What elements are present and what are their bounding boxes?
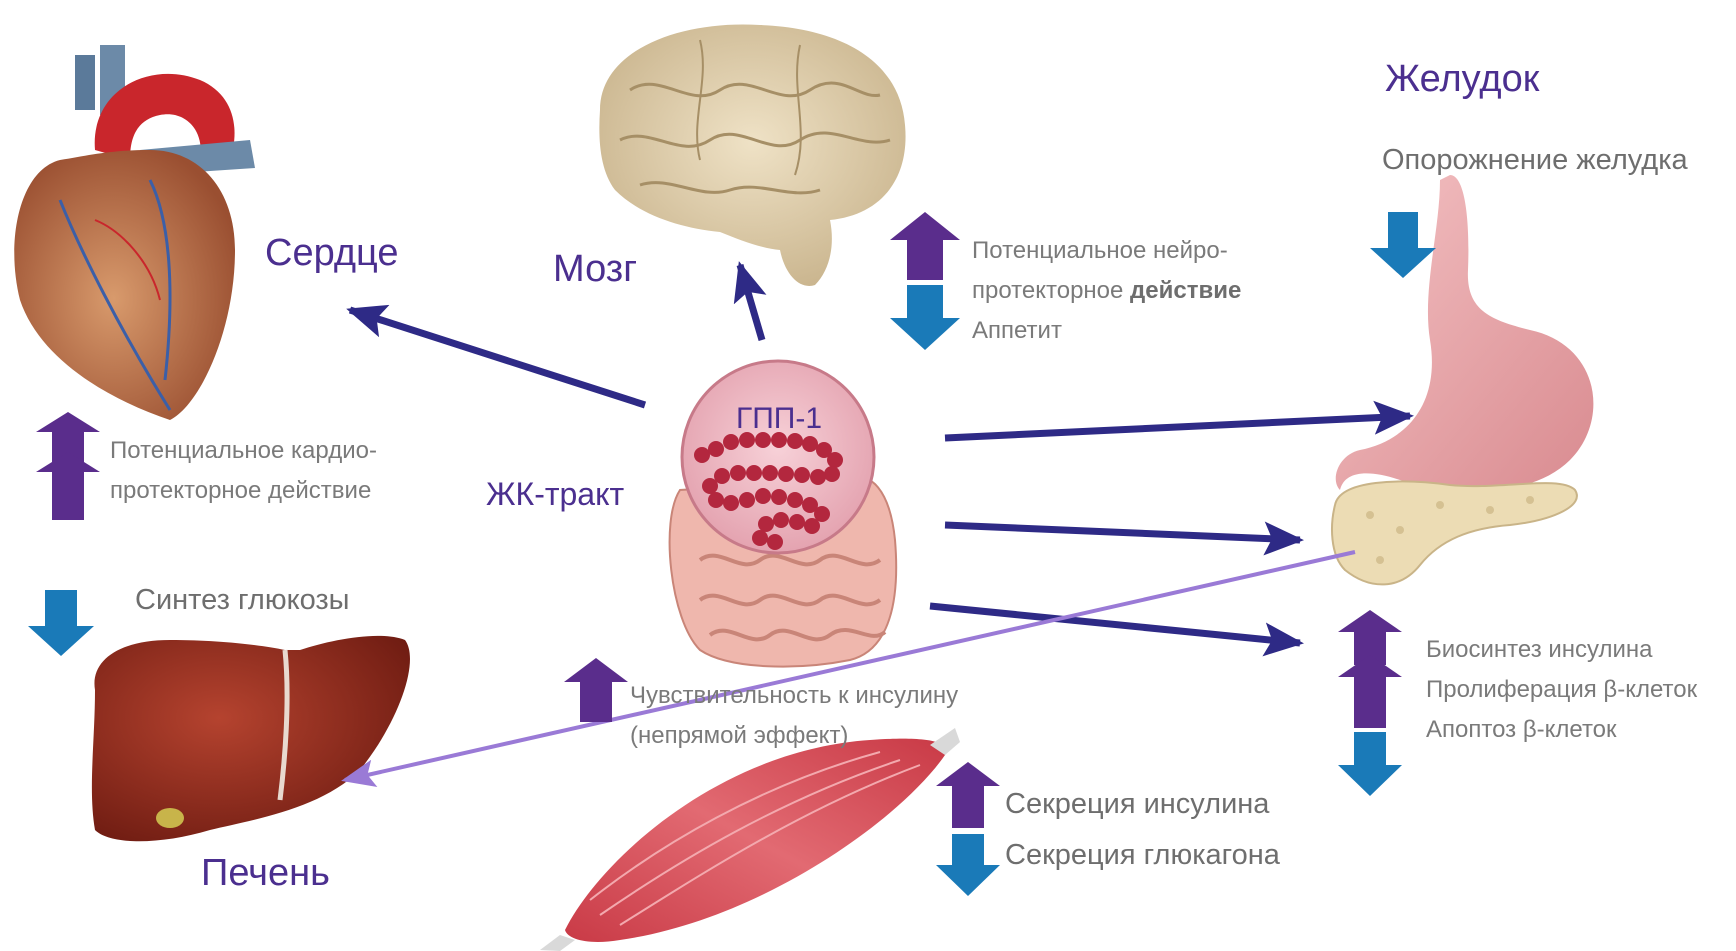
secretion-down-arrow-icon <box>936 834 1000 896</box>
brain-effect-line2: протекторное действие <box>972 271 1241 311</box>
brain-effect-line2-bold: действие <box>1130 277 1241 304</box>
muscle-effect-line2: (непрямой эффект) <box>630 716 848 756</box>
brain-label: Мозг <box>553 248 637 291</box>
heart-effect-line2: протекторное действие <box>110 471 371 511</box>
glp1-label: ГПП-1 <box>736 402 822 436</box>
stomach-down-arrow-icon <box>1370 212 1436 278</box>
secretion-up-arrow-icon <box>936 762 1000 828</box>
liver-label: Печень <box>201 852 330 895</box>
heart-effect-line1: Потенциальное кардио- <box>110 431 377 471</box>
insulin-secretion: Секреция инсулина <box>1005 780 1269 828</box>
stomach-effect: Опорожнение желудка <box>1382 136 1688 184</box>
stomach-label: Желудок <box>1385 58 1539 101</box>
pancreas-effect-2: Пролиферация β-клеток <box>1426 670 1697 710</box>
heart-label: Сердце <box>265 232 398 275</box>
brain-up-arrow-icon <box>890 212 960 280</box>
liver-down-arrow-icon <box>28 590 94 656</box>
pancreas-down-arrow-icon <box>1338 732 1402 796</box>
glucagon-secretion: Секреция глюкагона <box>1005 831 1280 879</box>
muscle-effect-line1: Чувствительность к инсулину <box>630 676 958 716</box>
brain-down-arrow-icon <box>890 285 960 350</box>
pancreas-effect-3: Апоптоз β-клеток <box>1426 710 1617 750</box>
liver-effect: Синтез глюкозы <box>135 576 350 624</box>
brain-effect-line3: Аппетит <box>972 311 1062 351</box>
pancreas-up-arrow-2-icon <box>1338 655 1402 728</box>
heart-up-arrow-2-icon <box>36 452 100 520</box>
gut-label: ЖК-тракт <box>486 476 624 513</box>
muscle-up-arrow-icon <box>564 658 628 722</box>
pancreas-effect-1: Биосинтез инсулина <box>1426 630 1653 670</box>
brain-effect-line2-normal: протекторное <box>972 277 1130 304</box>
brain-effect-line1: Потенциальное нейро- <box>972 231 1228 271</box>
